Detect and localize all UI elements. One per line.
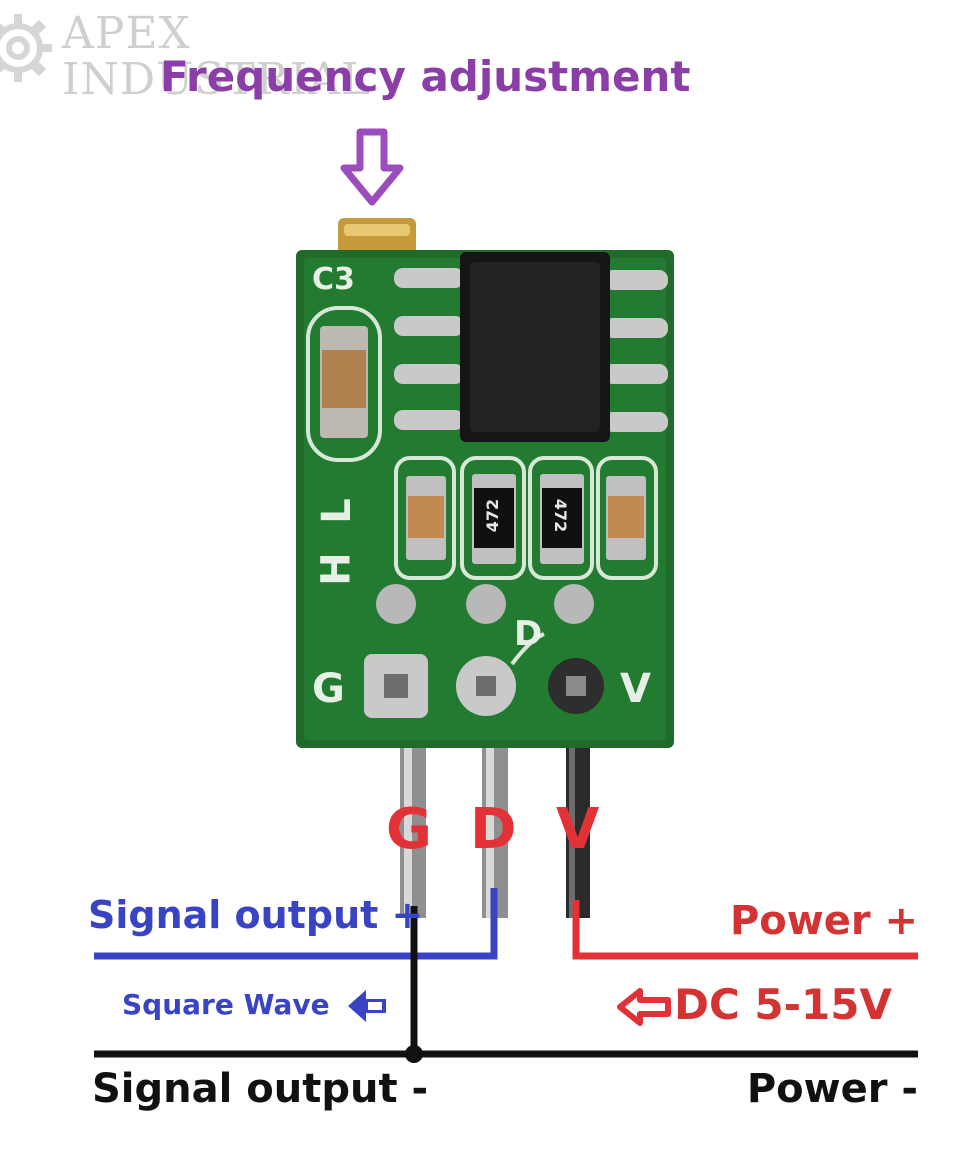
signal-output-minus-label: Signal output -	[92, 1066, 429, 1112]
left-arrow-icon	[348, 990, 386, 1022]
pin-label-v: V	[556, 797, 600, 862]
potentiometer	[338, 218, 416, 256]
square-wave-label: Square Wave	[122, 988, 330, 1021]
signal-output-plus-label: Signal output +	[88, 893, 424, 937]
silk-d: D	[514, 614, 543, 654]
ground-junction	[405, 1045, 423, 1063]
pin-label-g: G	[386, 797, 432, 862]
power-plus-label: Power +	[729, 898, 918, 944]
power-wire	[572, 900, 918, 960]
vias	[364, 584, 604, 718]
ic-pads	[394, 268, 668, 432]
silk-c3: C3	[312, 262, 355, 297]
silk-g: G	[312, 666, 345, 712]
down-arrow-outline-icon	[340, 128, 404, 206]
watermark-line-1: APEX	[62, 8, 191, 59]
frequency-adjustment-heading: Frequency adjustment	[160, 52, 691, 101]
pin-label-d: D	[470, 797, 517, 862]
silk-v: V	[620, 666, 651, 712]
signal-wire	[94, 888, 498, 960]
power-minus-label: Power -	[746, 1066, 918, 1112]
left-arrow-outline-icon	[617, 988, 671, 1026]
dc-voltage-label: DC 5-15V	[674, 980, 892, 1029]
header-pins	[400, 748, 590, 918]
watermark-line-2: INDUSTRIAL	[62, 54, 372, 105]
gear-watermark-icon	[0, 14, 52, 82]
